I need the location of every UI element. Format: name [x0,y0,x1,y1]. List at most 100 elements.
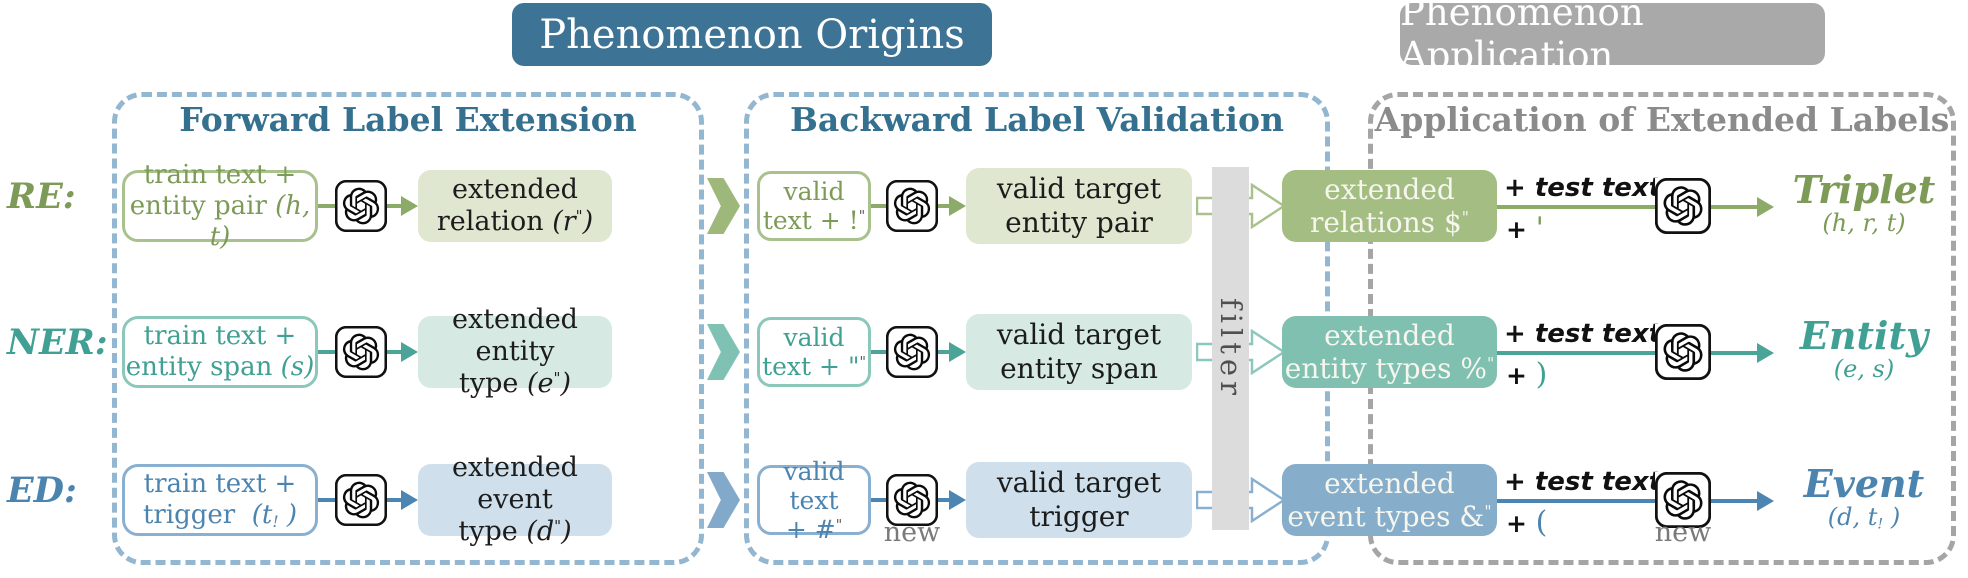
backward-output-box: valid target entity pair [966,168,1192,244]
forward-input-box: train text + trigger (t! ) [122,464,318,536]
openai-logo-icon [886,474,938,526]
application-arrowhead [1757,197,1774,217]
forward-output-line1: extended [452,452,578,483]
forward-input-line2: entity span (s) [125,352,315,382]
backward-output-line1: valid target [996,172,1162,205]
backward-input-box: valid text + "" [757,317,871,387]
new-model-label: new [1654,517,1712,548]
application-arrow-line [1497,351,1763,355]
result-math: (d, t! ) [1827,503,1901,533]
task-result: Entity (e, s) [1778,316,1950,383]
backward-input-line2: text + #" [785,485,843,544]
result-name: Event [1803,461,1925,506]
task-result: Event (d, t! ) [1778,461,1950,533]
backward-input-line2: text + "" [762,352,866,381]
openai-logo-icon [1655,472,1711,528]
backward-input-line2: text + !" [762,206,866,235]
application-arrowhead [1757,343,1774,363]
openai-logo-icon [335,180,387,232]
origins-header: Phenomenon Origins [512,3,992,66]
plus-test-text-label: + test text [1504,173,1662,203]
openai-logo-icon [335,326,387,378]
backward-arrowhead [949,196,966,216]
backward-section-title: Backward Label Validation [790,100,1284,139]
application-section-title: Application of Extended Labels [1374,100,1950,139]
forward-input-line2: trigger (t! ) [142,500,298,531]
new-model-label: new [883,517,941,548]
backward-output-box: valid target trigger [966,462,1192,538]
forward-input-line1: train text + [143,469,297,499]
backward-input-line1: valid [783,456,845,486]
forward-arrowhead [401,196,418,216]
application-arrow-line [1497,205,1763,209]
application-header: Phenomenon Application [1400,0,1825,77]
openai-logo-icon [1655,324,1711,380]
backward-arrowhead [949,342,966,362]
backward-arrowhead [949,490,966,510]
forward-output-box: extended event type (d") [418,452,612,547]
extended-labels-box: extended relations $" [1282,170,1497,242]
forward-arrowhead [401,342,418,362]
backward-output-line2: entity span [1000,352,1158,385]
forward-output-box: extended entity type (e") [418,304,612,399]
forward-input-line1: train text + [143,159,297,190]
section-chevron-icon [707,472,740,528]
extended-labels-box: extended event types &" [1282,464,1497,536]
application-arrow-line [1497,499,1763,503]
backward-input-box: valid text + #" [757,457,871,544]
task-label-ed: ED: [7,470,77,511]
plus-test-text-label: + test text [1504,467,1662,497]
forward-output-line2: event type (d") [458,484,572,547]
extended-labels-box: extended entity types %" [1282,316,1497,388]
extended-box-line1: extended [1324,467,1455,500]
plus-symbol-label: + ) [1506,357,1548,392]
result-math: (e, s) [1833,355,1895,383]
openai-logo-icon [886,326,938,378]
result-name: Triplet [1792,167,1936,212]
result-math: (h, r, t) [1822,209,1906,237]
backward-output-line1: valid target [996,318,1162,351]
backward-output-line2: trigger [1029,500,1129,533]
forward-section-box [112,92,704,565]
backward-output-line2: entity pair [1005,206,1153,239]
extended-box-line2: relations $" [1309,206,1470,239]
plus-symbol-label: + ( [1506,505,1548,540]
forward-output-line2: relation (r") [436,206,594,237]
application-arrowhead [1757,491,1774,511]
extended-box-line2: event types &" [1287,500,1492,533]
extended-box-line1: extended [1324,173,1455,206]
extended-box-line2: entity types %" [1284,352,1495,385]
plus-symbol-label: + ' [1506,211,1544,246]
backward-input-line1: valid [783,177,845,206]
task-label-ner: NER: [7,322,108,363]
openai-logo-icon [886,180,938,232]
forward-output-line1: extended [452,174,578,205]
openai-logo-icon [1655,178,1711,234]
origins-header-label: Phenomenon Origins [539,11,965,58]
plus-test-text-label: + test text [1504,319,1662,349]
application-header-label: Phenomenon Application [1400,0,1644,77]
openai-logo-icon [335,474,387,526]
filter-label: filter [1214,297,1248,400]
result-name: Entity [1799,313,1929,358]
task-label-re: RE: [7,176,76,217]
forward-input-box: train text + entity span (s) [122,316,318,388]
forward-output-line2: entity type (e") [459,336,571,399]
filter-bar: filter [1212,167,1249,530]
forward-input-line2: entity pair (h, t) [129,190,311,252]
forward-arrowhead [401,490,418,510]
extended-box-line1: extended [1324,319,1455,352]
forward-output-box: extended relation (r") [418,170,612,242]
forward-input-line1: train text + [143,321,297,351]
forward-input-box: train text + entity pair (h, t) [122,160,318,252]
forward-section-title: Forward Label Extension [179,100,637,139]
backward-output-line1: valid target [996,466,1162,499]
backward-output-box: valid target entity span [966,314,1192,390]
backward-input-line1: valid [783,323,845,352]
task-result: Triplet (h, r, t) [1778,170,1950,237]
forward-output-line1: extended [452,304,578,335]
